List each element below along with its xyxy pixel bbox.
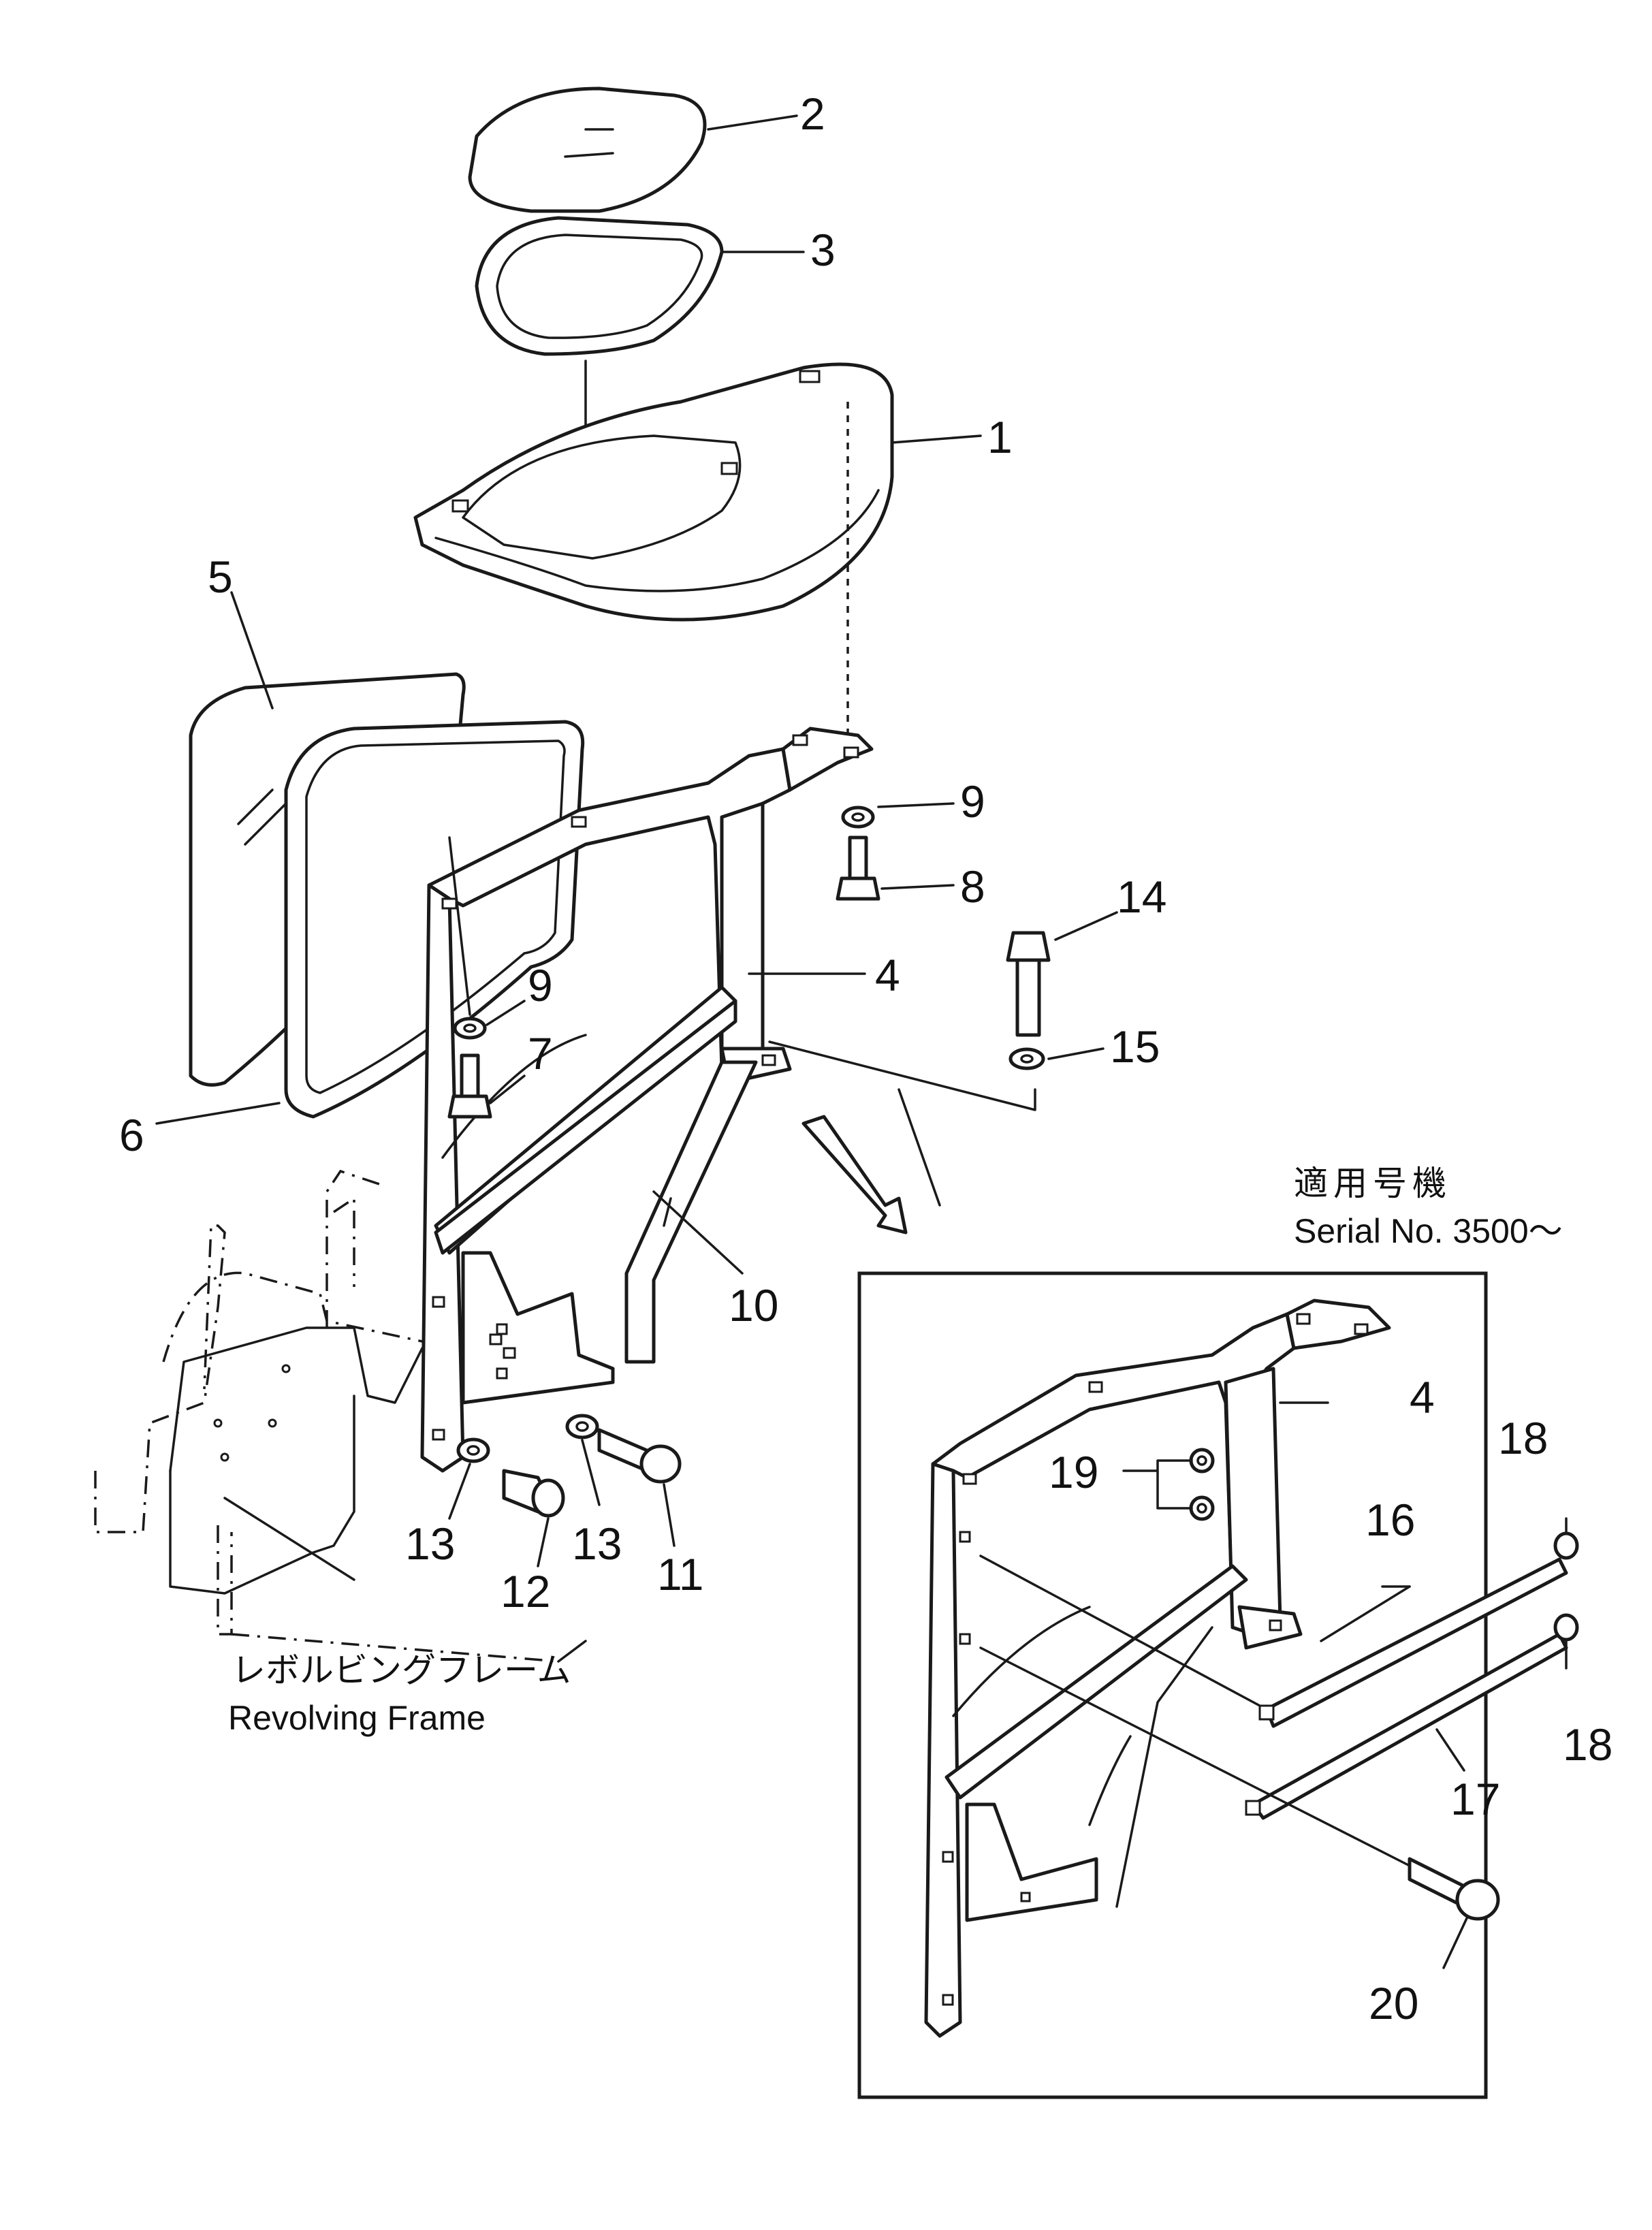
callout-labels: 2 3 1 5 6 9 8 14 4 9 7 15 10 13 12 13 11… (119, 89, 1613, 2028)
bolt-part-11 (597, 1428, 682, 1484)
roof-part-1 (413, 362, 894, 622)
callout-18-upper: 18 (1498, 1413, 1548, 1463)
callout-9-lower: 9 (528, 960, 553, 1010)
roof-glass-part-2 (468, 86, 707, 213)
callout-16: 16 (1365, 1495, 1415, 1545)
bolt-part-20 (1408, 1857, 1500, 1921)
callout-4-inset: 4 (1410, 1372, 1435, 1422)
washer-part-15 (1008, 1047, 1045, 1070)
callout-8: 8 (960, 861, 985, 912)
callout-14: 14 (1117, 872, 1166, 922)
washer-part-13-left (456, 1437, 490, 1463)
callout-7: 7 (528, 1028, 553, 1079)
glass-seal-part-3 (475, 216, 724, 356)
washer-part-9-lower (453, 1017, 487, 1040)
leader-lines (155, 114, 1118, 1663)
bolt-part-14 (1006, 931, 1051, 1037)
callout-19: 19 (1049, 1447, 1098, 1497)
callout-2: 2 (800, 89, 825, 139)
callout-17: 17 (1450, 1774, 1500, 1824)
rod-part-17 (1245, 1632, 1568, 1820)
rod-part-16 (1258, 1557, 1568, 1728)
callout-6: 6 (119, 1110, 144, 1160)
washer-part-13-right (565, 1414, 599, 1439)
callout-11: 11 (657, 1549, 704, 1599)
callout-4-main: 4 (875, 950, 900, 1000)
cap-part-18-lower (1553, 1613, 1579, 1642)
callout-13-left: 13 (405, 1518, 455, 1569)
callout-18-lower: 18 (1563, 1719, 1613, 1770)
frame-note-en: Revolving Frame (228, 1699, 486, 1737)
callout-12: 12 (501, 1566, 550, 1616)
frame-note-jp: レボルビングフレーム (232, 1651, 571, 1689)
inset-cab-frame (924, 1299, 1391, 2038)
callout-20: 20 (1369, 1978, 1418, 2028)
callout-9-upper: 9 (960, 776, 985, 827)
callout-3: 3 (810, 225, 836, 275)
bolt-part-12 (502, 1469, 565, 1518)
cab-frame-part-4 (420, 727, 874, 1473)
inset-applicability-label: 適用号機 (1294, 1164, 1452, 1202)
bolt-part-7 (447, 1053, 492, 1119)
nut-part-19-lower (1189, 1495, 1215, 1521)
callout-5: 5 (208, 552, 233, 602)
bolt-part-8 (836, 835, 880, 901)
inset-pointer-arrow (801, 1115, 908, 1235)
strut-part-10 (624, 1060, 758, 1364)
cap-part-18-upper (1553, 1531, 1579, 1560)
callout-15: 15 (1110, 1021, 1160, 1072)
callout-10: 10 (729, 1280, 778, 1331)
nut-part-19-upper (1189, 1448, 1215, 1474)
inset-serial-label: Serial No. 3500～ (1294, 1212, 1563, 1250)
washer-part-9-upper (841, 806, 875, 829)
inset-leader-lines (979, 1401, 1568, 1969)
callout-1: 1 (987, 412, 1013, 462)
callout-13-right: 13 (572, 1518, 622, 1569)
revolving-frame-outline (94, 1169, 559, 1663)
